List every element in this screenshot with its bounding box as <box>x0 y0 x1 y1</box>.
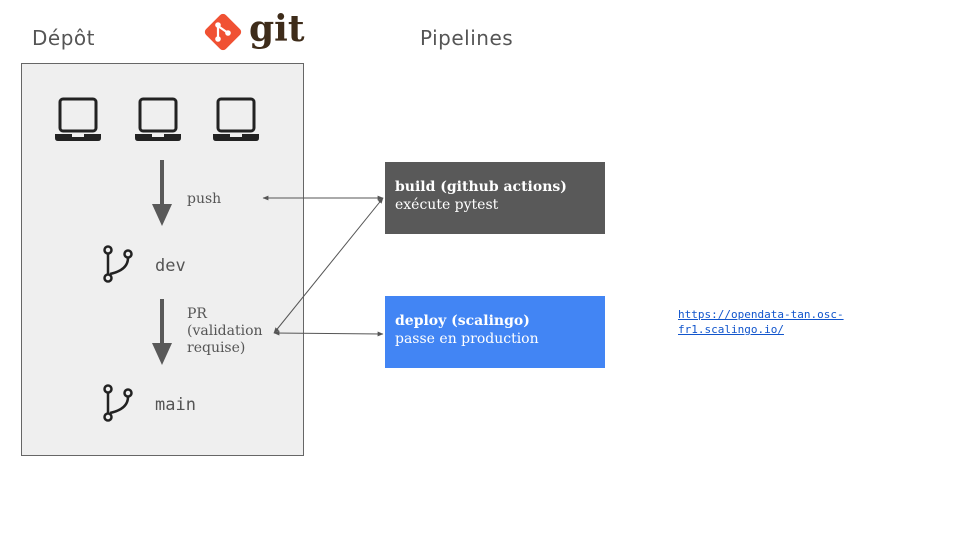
branch-dev-label: dev <box>155 256 186 276</box>
git-logo-text: git <box>249 8 305 50</box>
pipelines-title: Pipelines <box>420 26 514 50</box>
build-stage-box: build (github actions) exécute pytest <box>385 162 605 234</box>
git-branch-icon <box>103 384 133 422</box>
deploy-stage-title: deploy (scalingo) <box>395 313 530 329</box>
branch-main-label: main <box>155 395 196 415</box>
laptop-icon <box>55 97 101 141</box>
arrow-down-icon <box>152 160 172 226</box>
laptop-icon <box>213 97 259 141</box>
push-label: push <box>187 191 222 207</box>
git-branch-icon <box>103 245 133 283</box>
laptop-icon <box>135 97 181 141</box>
pr-label: PR (validation requise) <box>187 306 263 356</box>
build-stage-description: exécute pytest <box>395 197 499 213</box>
repo-box <box>21 63 304 456</box>
deploy-stage-box: deploy (scalingo) passe en production <box>385 296 605 368</box>
repo-title: Dépôt <box>32 26 95 50</box>
deploy-stage-description: passe en production <box>395 331 539 347</box>
deploy-url-link[interactable]: https://opendata-tan.osc-fr1.scalingo.io… <box>678 308 844 336</box>
arrow-down-icon <box>152 299 172 365</box>
build-stage-title: build (github actions) <box>395 179 567 195</box>
git-logo-icon <box>204 13 242 51</box>
